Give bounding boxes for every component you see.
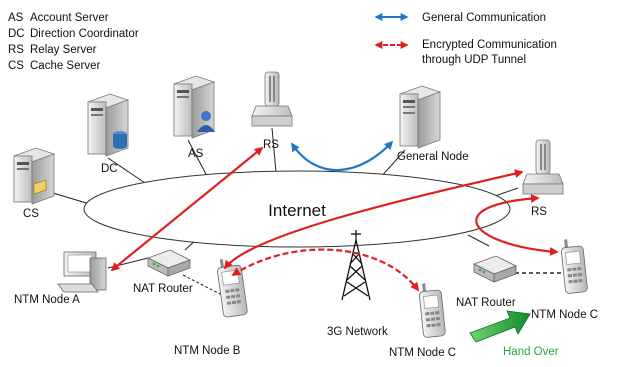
communication-arrows — [110, 140, 559, 292]
mobile-phone-c-mid-icon — [418, 283, 446, 338]
3g-network-label: 3G Network — [327, 326, 388, 338]
encrypted-arrow-b-c-3g — [231, 248, 420, 292]
general-node-icon — [398, 85, 442, 149]
hand-over-label: Hand Over — [503, 346, 559, 358]
legend-encrypted-line2: through UDP Tunnel — [422, 54, 526, 66]
relay-server-right-icon — [522, 139, 564, 195]
ntm-node-a-label: NTM Node A — [14, 294, 80, 306]
legend-encrypted-line1: Encrypted Communication — [422, 39, 557, 51]
encrypted-arrow-b-rs — [223, 169, 524, 270]
account-server-icon — [172, 75, 216, 139]
rs-top-label: RS — [263, 139, 279, 151]
direction-coordinator-icon — [86, 93, 130, 157]
relay-server-top-icon — [251, 71, 293, 127]
general-node-label: General Node — [397, 151, 469, 163]
ntm-node-c-mid-label: NTM Node C — [389, 347, 456, 359]
legend-general: General Communication — [422, 12, 546, 24]
communication-legend: General Communication Encrypted Communic… — [374, 12, 557, 66]
mobile-phone-c-right-icon — [560, 239, 588, 294]
nat-router-left-label: NAT Router — [133, 283, 193, 295]
encrypted-arrow-rs-c — [475, 194, 559, 256]
nat-router-right-icon — [472, 255, 518, 283]
internet-label: Internet — [268, 201, 326, 220]
ntm-node-b-label: NTM Node B — [174, 345, 241, 357]
mobile-phone-b-icon — [217, 259, 248, 318]
nat-router-right-label: NAT Router — [456, 297, 516, 309]
rs-right-label: RS — [531, 206, 547, 218]
as-label: AS — [188, 148, 204, 160]
cs-label: CS — [23, 208, 39, 220]
dc-label: DC — [101, 163, 118, 175]
general-comm-arrow — [291, 140, 394, 172]
encrypted-arrow-a-rs — [110, 146, 264, 272]
hand-over-arrow-icon — [469, 310, 531, 343]
nat-router-left-icon — [146, 249, 192, 277]
cache-server-icon — [12, 147, 56, 205]
ntm-node-c-right-label: NTM Node C — [531, 309, 598, 321]
computer-icon — [57, 251, 107, 293]
